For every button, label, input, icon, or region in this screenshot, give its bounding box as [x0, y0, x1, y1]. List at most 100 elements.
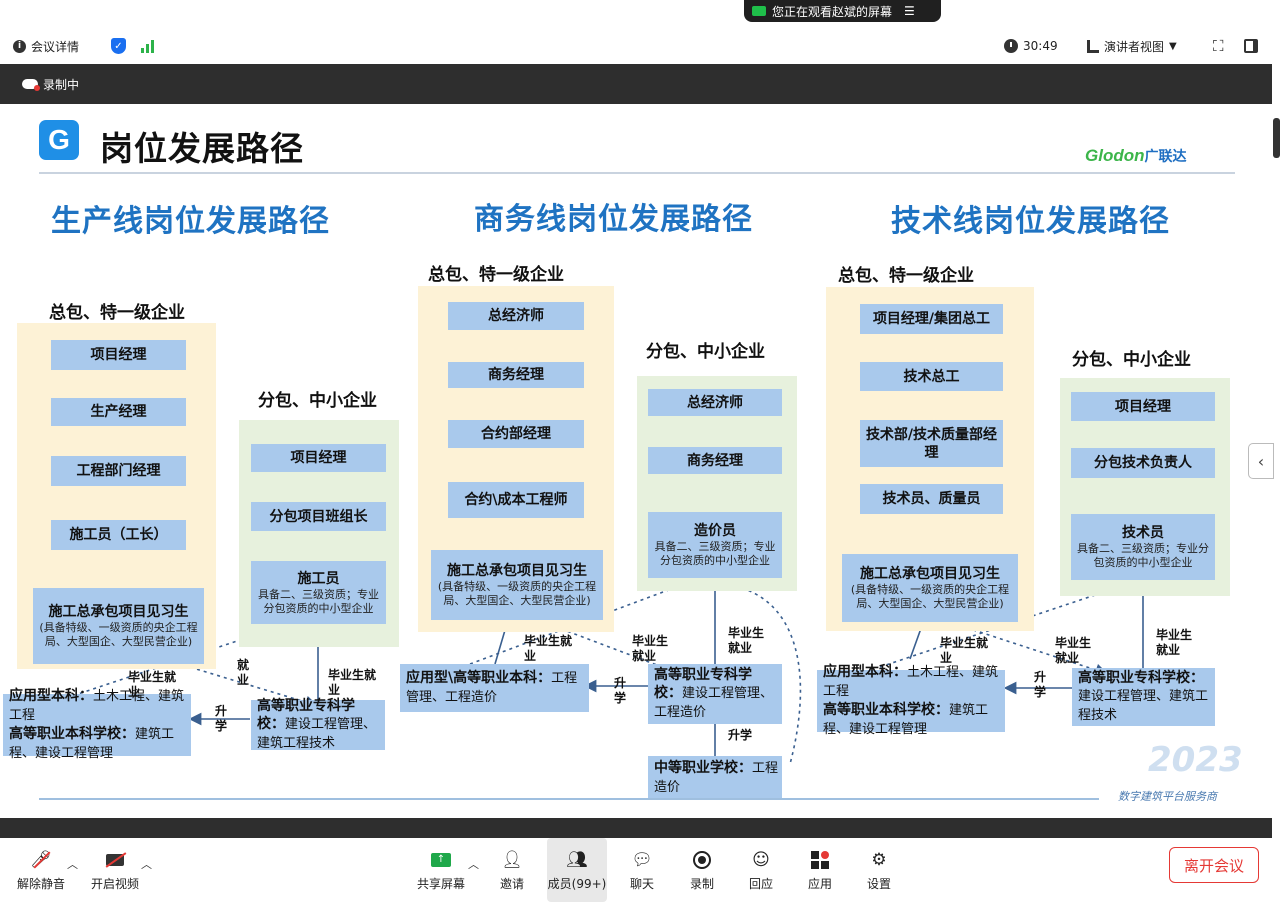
- shared-slide: G 岗位发展路径 Glodon广联达: [0, 104, 1272, 818]
- view-mode-label: 演讲者视图: [1104, 39, 1165, 54]
- flow-label: 毕业生就业: [940, 636, 989, 665]
- production-line-title: 生产线岗位发展路径: [51, 204, 330, 239]
- business-group-a-label: 总包、特一级企业: [428, 265, 564, 285]
- shield-icon: ✓: [111, 38, 126, 54]
- chevron-up-icon[interactable]: ︿: [141, 858, 152, 871]
- chevron-up-icon[interactable]: ︿: [67, 858, 78, 871]
- add-user-icon: 👤︎: [501, 849, 523, 870]
- technical-line-title: 技术线岗位发展路径: [891, 204, 1170, 239]
- flow-label: 毕业生就业: [1156, 628, 1193, 657]
- settings-button[interactable]: ⚙ 设置: [857, 838, 901, 902]
- unmute-label: 解除静音: [16, 876, 65, 891]
- apps-button[interactable]: 应用: [798, 838, 842, 902]
- path-box: 项目经理/集团总工: [860, 304, 1003, 334]
- fullscreen-button[interactable]: ⛶: [1213, 28, 1224, 64]
- chevron-down-icon: ▼: [1169, 40, 1177, 52]
- path-base-box: 施工总承包项目见习生 (具备特级、一级资质的央企工程局、大型国企、大型民营企业): [842, 554, 1018, 622]
- brand-cn: 广联达: [1144, 148, 1187, 164]
- path-base-box: 施工总承包项目见习生 (具备特级、一级资质的央企工程局、大型国企、大型民营企业): [33, 588, 204, 664]
- box-title: 施工总承包项目见习生: [447, 563, 587, 579]
- box-subtitle: (具备特级、一级资质的央企工程局、大型国企、大型民营企业): [850, 583, 1010, 610]
- path-box: 合约部经理: [448, 420, 584, 448]
- path-box: 工程部门经理: [51, 456, 186, 486]
- invite-label: 邀请: [499, 876, 524, 891]
- reaction-icon: ☺: [752, 849, 770, 870]
- box-title: 造价员: [694, 523, 736, 539]
- view-mode-dropdown[interactable]: 演讲者视图 ▼: [1087, 28, 1177, 64]
- fullscreen-icon: ⛶: [1213, 37, 1224, 55]
- share-screen-icon: ↑: [430, 849, 452, 871]
- top-toolbar: i 会议详情 ✓ 30:49 演讲者视图 ▼ ⛶: [0, 28, 1280, 64]
- chat-button[interactable]: 💬︎ 聊天: [620, 838, 664, 902]
- path-box: 技术总工: [860, 362, 1003, 391]
- path-box: 商务经理: [648, 447, 782, 474]
- record-icon: [691, 849, 713, 871]
- share-banner-text: 您正在观看赵斌的屏幕: [772, 4, 893, 19]
- menu-icon[interactable]: ☰: [904, 4, 915, 18]
- unmute-button[interactable]: 🎤︎ 解除静音: [14, 838, 68, 902]
- share-screen-button[interactable]: ↑ 共享屏幕: [414, 838, 468, 902]
- members-button[interactable]: 👥︎ 成员(99+): [547, 838, 607, 902]
- path-base-box: 技术员 具备二、三级资质；专业分包资质的中小型企业: [1071, 514, 1215, 580]
- flow-label: 毕业生就业: [524, 634, 573, 663]
- share-screen-label: 共享屏幕: [416, 876, 465, 891]
- path-box: 总经济师: [648, 389, 782, 416]
- box-title: 施工员: [297, 570, 340, 587]
- path-box: 商务经理: [448, 362, 584, 388]
- school-box: 高等职业专科学校：建设工程管理、建筑工程技术: [251, 698, 385, 751]
- box-subtitle: 具备二、三级资质；专业分包资质的中小型企业: [1077, 542, 1209, 569]
- record-label: 录制: [689, 876, 714, 891]
- info-icon: i: [13, 39, 26, 53]
- brand-logo: Glodon广联达: [1085, 146, 1186, 166]
- apps-label: 应用: [807, 876, 832, 891]
- production-group-a-label: 总包、特一级企业: [49, 303, 185, 323]
- sidebar-toggle-button[interactable]: [1244, 28, 1258, 64]
- school-box: 应用型本科：土木工程、建筑工程 高等职业本科学校：建筑工程、建设工程管理: [817, 664, 1005, 737]
- path-base-box: 施工员 具备二、三级资质；专业分包资质的中小型企业: [251, 561, 386, 624]
- flow-label: 毕业生就业: [632, 634, 669, 663]
- camera-off-icon: [104, 849, 127, 871]
- screen-share-banner[interactable]: 您正在观看赵斌的屏幕 ☰: [744, 0, 941, 22]
- mic-muted-icon: 🎤︎: [30, 849, 52, 871]
- box-subtitle: 具备二、三级资质；专业分包资质的中小型企业: [258, 587, 379, 615]
- network-status[interactable]: [141, 28, 154, 64]
- record-button[interactable]: 录制: [680, 838, 724, 902]
- start-video-button[interactable]: 开启视频: [88, 838, 142, 902]
- slide-logo: G: [39, 120, 79, 160]
- leave-meeting-button[interactable]: 离开会议: [1169, 847, 1259, 883]
- technical-group-b-label: 分包、中小企业: [1072, 350, 1191, 370]
- path-box: 合约\成本工程师: [448, 482, 584, 518]
- brand-tagline: 数字建筑平台服务商: [1118, 790, 1217, 803]
- collapse-panel-handle[interactable]: ‹: [1248, 443, 1274, 479]
- year-watermark: 2023: [1148, 740, 1243, 780]
- recording-label: 录制中: [43, 77, 80, 92]
- scrollbar-thumb[interactable]: [1273, 118, 1280, 158]
- path-box: 生产经理: [51, 398, 186, 426]
- path-box: 项目经理: [51, 340, 186, 370]
- flow-label: 毕业生就业: [728, 626, 765, 655]
- gear-icon: ⚙: [871, 849, 887, 870]
- school-box: 高等职业专科学校：建设工程管理、建筑工程技术: [1072, 668, 1215, 726]
- chat-icon: 💬︎: [631, 849, 653, 870]
- business-line-title: 商务线岗位发展路径: [474, 202, 753, 237]
- bottom-divider: [39, 798, 1099, 800]
- box-title: 施工总承包项目见习生: [860, 566, 1000, 582]
- business-group-b-label: 分包、中小企业: [646, 342, 765, 362]
- share-indicator-icon: [752, 6, 766, 16]
- box-subtitle: (具备特级、一级资质的央企工程局、大型国企、大型民营企业): [39, 621, 198, 648]
- security-button[interactable]: ✓: [111, 28, 126, 64]
- chevron-up-icon[interactable]: ︿: [468, 858, 479, 871]
- school-box: 应用型本科：土木工程、建筑工程 高等职业本科学校：建筑工程、建设工程管理: [3, 688, 191, 761]
- members-label: 成员(99+): [547, 876, 607, 891]
- meeting-timer: 30:49: [1004, 28, 1058, 64]
- reaction-label: 回应: [748, 876, 773, 891]
- timer-text: 30:49: [1023, 39, 1058, 53]
- reaction-button[interactable]: ☺ 回应: [739, 838, 783, 902]
- school-box: 高等职业专科学校：建设工程管理、工程造价: [648, 664, 782, 724]
- meeting-info-button[interactable]: i 会议详情: [13, 28, 79, 64]
- layout-icon: [1087, 39, 1099, 53]
- box-subtitle: 具备二、三级资质；专业分包资质的中小型企业: [654, 540, 776, 567]
- path-box: 施工员（工长）: [51, 520, 186, 550]
- meeting-controls: 🎤︎ 解除静音 ︿ 开启视频 ︿ ↑ 共享屏幕 ︿ 👤︎ 邀请 👥︎ 成员(99…: [0, 838, 1280, 902]
- invite-button[interactable]: 👤︎ 邀请: [490, 838, 534, 902]
